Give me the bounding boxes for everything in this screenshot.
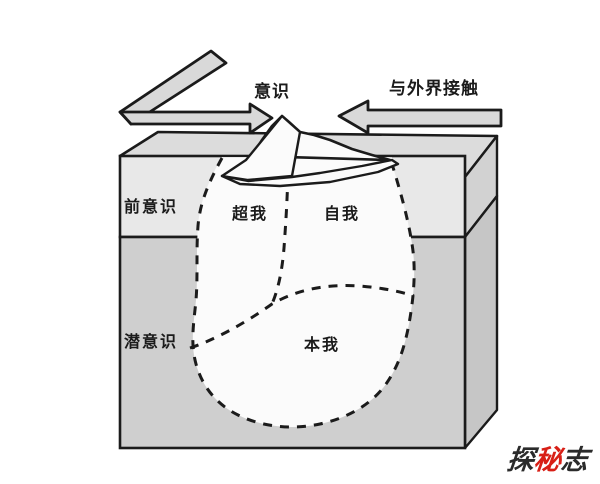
label-preconscious: 前意识 xyxy=(124,197,178,216)
iceberg-dashed-outline xyxy=(191,157,416,429)
label-external-contact: 与外界接触 xyxy=(389,78,479,99)
arrow-left-pointing-shape xyxy=(337,99,503,135)
watermark: 探秘志 xyxy=(505,445,590,476)
label-subconscious: 潜意识 xyxy=(124,332,178,351)
iceberg-divider-id-boundary xyxy=(189,284,415,350)
label-id: 本我 xyxy=(304,335,340,354)
iceberg-group xyxy=(189,114,416,429)
watermark-char-1: 探 xyxy=(505,445,536,476)
watermark-char-3: 志 xyxy=(559,445,590,476)
folded-arrow-left xyxy=(118,49,274,135)
label-superego: 超我 xyxy=(231,204,268,223)
box-right-face-subconscious xyxy=(463,194,499,450)
label-consciousness: 意识 xyxy=(254,81,290,102)
iceberg-tip-base-on-top-plane xyxy=(220,158,400,188)
label-ego: 自我 xyxy=(324,204,360,223)
folded-arrow-horizontal-limb xyxy=(118,102,274,135)
watermark-char-2: 秘 xyxy=(532,445,563,476)
arrow-right-to-left xyxy=(337,99,503,135)
